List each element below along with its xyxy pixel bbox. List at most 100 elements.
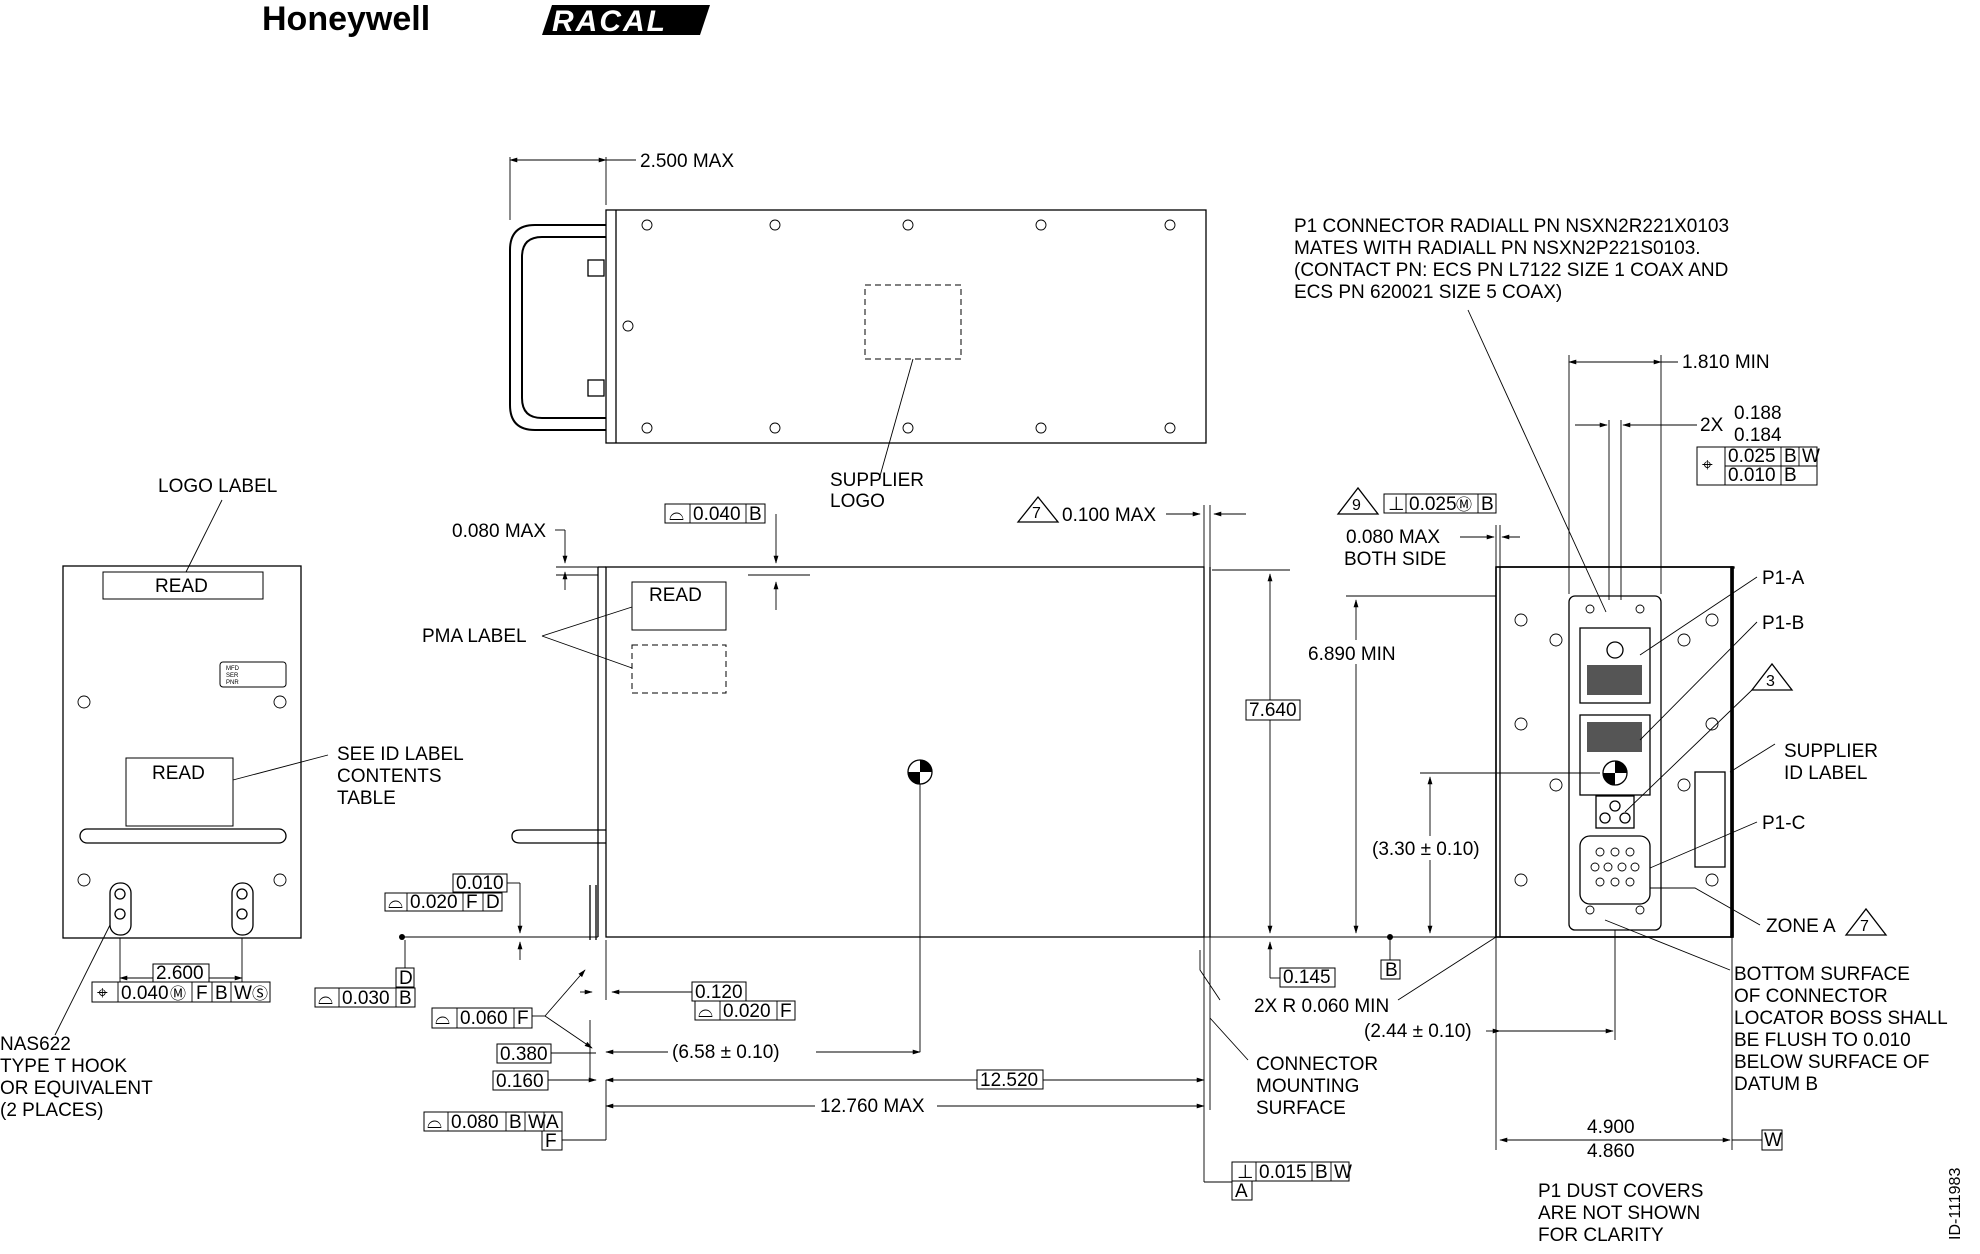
fcf-value: 0.020 bbox=[410, 892, 458, 913]
fcf-symbol: ⌓ bbox=[669, 504, 684, 525]
dim-0010: 0.010 bbox=[456, 873, 504, 894]
fcf-datum-d: D bbox=[486, 892, 500, 913]
dim-12520: 12.520 bbox=[980, 1070, 1038, 1091]
fcf-symbol: ⌓ bbox=[318, 988, 333, 1009]
p1-note-4: ECS PN 620021 SIZE 5 COAX) bbox=[1294, 282, 1562, 303]
racal-logo-text: RACAL bbox=[552, 5, 667, 38]
fcf-value: 0.015 bbox=[1259, 1162, 1307, 1183]
fcf-datum-b: B bbox=[1784, 446, 1797, 467]
supplier-logo-area bbox=[864, 284, 962, 360]
bottom-note-3: LOCATOR BOSS SHALL bbox=[1734, 1008, 1948, 1029]
both-side: BOTH SIDE bbox=[1344, 549, 1446, 570]
fcf-value: 0.040 bbox=[121, 983, 169, 1004]
fcf-datum-b: B bbox=[1315, 1162, 1328, 1183]
dim-0160: 0.160 bbox=[496, 1071, 544, 1092]
fcf-datum: B bbox=[1481, 494, 1494, 515]
dim-1810: 1.810 MIN bbox=[1682, 352, 1770, 373]
datum-a: A bbox=[1235, 1181, 1248, 1202]
front-view: READ MFD SER PNR READ LOGO LABEL SEE ID … bbox=[0, 476, 464, 1121]
fcf-0020-f: ⌓ 0.020 F bbox=[694, 1000, 796, 1022]
p1c-contacts bbox=[1590, 847, 1640, 887]
tiny-mfd: MFD bbox=[226, 666, 240, 672]
note-9: 9 bbox=[1336, 486, 1380, 515]
fcf-value-1: 0.025 bbox=[1728, 446, 1776, 467]
datum-f: F bbox=[545, 1131, 557, 1152]
p1-note-1: P1 CONNECTOR RADIALL PN NSXN2R221X0103 bbox=[1294, 216, 1729, 237]
dim-0184: 0.184 bbox=[1734, 425, 1782, 446]
fcf-0020-fd: ⌓ 0.020 F D bbox=[384, 892, 503, 913]
screw-heads-rear bbox=[1514, 604, 1719, 915]
fcf-datum-w: W bbox=[1334, 1162, 1352, 1183]
fcf-symbol: ⌖ bbox=[1702, 455, 1713, 476]
note-number: 9 bbox=[1352, 497, 1361, 514]
bottom-note-2: OF CONNECTOR bbox=[1734, 986, 1888, 1007]
connector-surface-2: MOUNTING bbox=[1256, 1076, 1359, 1097]
supplier-logo-label-1: SUPPLIER bbox=[830, 470, 924, 491]
dim-0120: 0.120 bbox=[695, 982, 743, 1003]
fcf-0030-b: ⌓ 0.030 B bbox=[314, 987, 416, 1009]
fcf-datum: F bbox=[780, 1001, 792, 1022]
fcf-value: 0.030 bbox=[342, 988, 390, 1009]
fcf-datum: F bbox=[517, 1008, 529, 1029]
datum-d: D bbox=[399, 968, 413, 989]
fcf-datum-f: F bbox=[466, 892, 478, 913]
screw-heads-top bbox=[622, 219, 1176, 434]
fcf-0040-b: ⌓ 0.040 B bbox=[664, 503, 766, 525]
nas-label-1: NAS622 bbox=[0, 1034, 71, 1055]
dim-cg-width: (2.44 ± 0.10) bbox=[1364, 1021, 1472, 1042]
dim-cg-depth: (6.58 ± 0.10) bbox=[672, 1042, 780, 1063]
fcf-value: 0.080 bbox=[451, 1112, 499, 1133]
note-7-zone: 7 bbox=[1844, 907, 1888, 936]
dim-cg-height: (3.30 ± 0.10) bbox=[1372, 839, 1480, 860]
fcf-mod: Ⓜ bbox=[170, 985, 186, 1003]
note-7-top: 7 bbox=[1016, 495, 1060, 523]
dim-0080-max-b: 0.080 MAX bbox=[1346, 527, 1440, 548]
fcf-symbol: ⌓ bbox=[388, 892, 403, 913]
dim-2x: 2X bbox=[1700, 415, 1724, 436]
center-of-gravity-rear bbox=[1602, 760, 1628, 786]
dim-7640: 7.640 bbox=[1249, 700, 1297, 721]
dust-note-2: ARE NOT SHOWN bbox=[1538, 1203, 1700, 1224]
top-view: 2.500 MAX SUPPLIER LOGO bbox=[509, 151, 1207, 512]
fcf-datum-w: W bbox=[1802, 446, 1820, 467]
fcf-datum: B bbox=[749, 504, 762, 525]
fcf-datum-f: F bbox=[196, 983, 208, 1004]
fcf-value: 0.025 bbox=[1409, 494, 1457, 515]
bottom-note-5: BELOW SURFACE OF bbox=[1734, 1052, 1929, 1073]
nas-label-2: TYPE T HOOK bbox=[0, 1056, 127, 1077]
fcf-datum-w: W bbox=[528, 1112, 546, 1133]
dim-2600: 2.600 bbox=[156, 963, 204, 984]
supplier-logo-label-2: LOGO bbox=[830, 491, 885, 512]
fcf-datum-b: B bbox=[215, 983, 228, 1004]
supplier-id-label-2: ID LABEL bbox=[1784, 763, 1867, 784]
fcf-datum-w: W bbox=[234, 983, 252, 1004]
bottom-note-6: DATUM B bbox=[1734, 1074, 1818, 1095]
dim-0145: 0.145 bbox=[1283, 967, 1331, 988]
datum-b: B bbox=[1385, 960, 1398, 981]
side-view: READ PMA LABEL CONNECTOR MOUNTING SURFAC… bbox=[314, 495, 1378, 1202]
bottom-note-1: BOTTOM SURFACE bbox=[1734, 964, 1910, 985]
fcf-value: 0.060 bbox=[460, 1008, 508, 1029]
center-of-gravity-side bbox=[907, 759, 933, 785]
fcf-mod: Ⓜ bbox=[1456, 496, 1472, 514]
dim-0380: 0.380 bbox=[500, 1044, 548, 1065]
logo-label-read: READ bbox=[155, 576, 208, 597]
datum-w: W bbox=[1764, 1130, 1782, 1151]
fcf-symbol: ⌖ bbox=[97, 983, 108, 1004]
supplier-id-label-area bbox=[1694, 771, 1726, 868]
fcf-0060-f: ⌓ 0.060 F bbox=[431, 1007, 533, 1029]
pma-label: PMA LABEL bbox=[422, 626, 527, 647]
racal-logo: RACAL bbox=[542, 5, 710, 38]
dust-note-1: P1 DUST COVERS bbox=[1538, 1181, 1703, 1202]
fcf-value-2: 0.010 bbox=[1728, 465, 1776, 486]
fcf-value: 0.040 bbox=[693, 504, 741, 525]
id-label-read: READ bbox=[152, 763, 205, 784]
fcf-value: 0.020 bbox=[723, 1001, 771, 1022]
connector-surface-3: SURFACE bbox=[1256, 1098, 1346, 1119]
fcf-symbol: ⌓ bbox=[698, 1001, 713, 1022]
fcf-0040-fbws: ⌖ 0.040 Ⓜ F B W Ⓢ bbox=[91, 981, 271, 1004]
p1b-label: P1-B bbox=[1762, 613, 1804, 634]
note-number: 3 bbox=[1766, 673, 1775, 690]
honeywell-logo: Honeywell bbox=[262, 0, 430, 38]
